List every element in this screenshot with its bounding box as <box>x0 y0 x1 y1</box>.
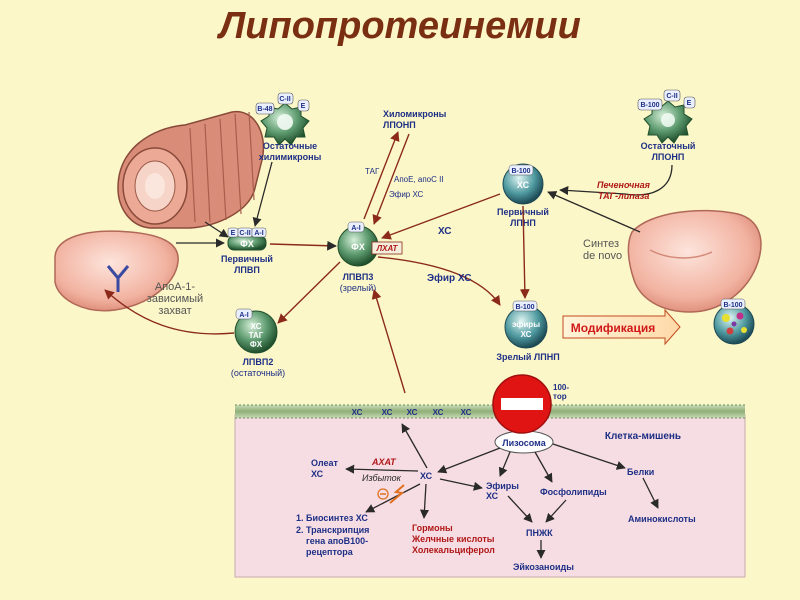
hdl2-caption-1: ЛПВП2 <box>243 357 274 367</box>
svg-text:B-48: B-48 <box>257 106 272 113</box>
membrane-xc-4: ХС <box>433 408 444 417</box>
svg-text:эфиры: эфиры <box>512 320 540 329</box>
chylo-vldl-label-2: ЛПОНП <box>383 120 416 130</box>
svg-text:ФХ: ФХ <box>250 340 263 349</box>
apoa-uptake-label-1: АпоА-1- <box>155 281 196 293</box>
modification-arrow: Модификация <box>562 308 681 346</box>
svg-text:A-I: A-I <box>254 230 263 237</box>
inhibition-bolt-icon <box>389 484 405 504</box>
modification-label: Модификация <box>571 321 655 335</box>
hdl3-particle: ФХ A-I ЛХАТ <box>337 221 403 267</box>
excess-label: Избыток <box>362 473 402 483</box>
synthesis-label-2: de novo <box>583 250 622 262</box>
hormones-label-3: Холекальциферол <box>412 545 495 555</box>
svg-text:A-I: A-I <box>239 312 248 319</box>
apoe-apoc-label: АпоЕ, апоС II <box>394 175 444 184</box>
remnant-vldl-caption-2: ЛПОНП <box>652 152 685 162</box>
synthesis-label-1: Синтез <box>583 238 619 250</box>
lcat-enzyme-label: ЛХАТ <box>376 244 399 253</box>
svg-text:ФХ: ФХ <box>351 242 365 252</box>
cell-arrows <box>345 423 659 559</box>
minus-inhibition-icon <box>377 488 389 500</box>
primary-hdl-caption-2: ЛПВП <box>234 265 260 275</box>
hdl3-caption-2: (зрелый) <box>340 283 377 293</box>
cell-membrane <box>235 405 745 418</box>
receptor-label-2: тор <box>553 392 567 401</box>
hepatic-lipase-label-2: ТАГ-липаза <box>598 191 649 201</box>
svg-text:ХС: ХС <box>251 322 262 331</box>
apoa-uptake-label-2: зависимый <box>147 293 203 305</box>
svg-text:B-100: B-100 <box>723 302 742 309</box>
hormones-label-2: Желчные кислоты <box>411 534 495 544</box>
svg-text:C-II: C-II <box>239 230 250 237</box>
remnant-chylomicron-particle: B-48 C-II E <box>255 92 310 146</box>
apoa-uptake-label-3: захват <box>158 305 191 317</box>
liver-right-illustration <box>627 209 762 313</box>
membrane-xc-2: ХС <box>382 408 393 417</box>
mature-ldl-caption: Зрелый ЛПНП <box>496 352 559 362</box>
primary-hdl-caption-1: Первичный <box>221 254 273 264</box>
svg-text:B-100: B-100 <box>515 304 534 311</box>
receptor-label-1: 100- <box>553 383 569 392</box>
pufa-label: ПНЖК <box>526 528 553 538</box>
chylo-vldl-label-1: Хиломикроны <box>383 109 447 119</box>
ester-xc-small-label: Эфир ХС <box>389 190 424 199</box>
svg-text:ХС: ХС <box>517 180 530 190</box>
svg-text:C-II: C-II <box>666 93 677 100</box>
svg-text:B-100: B-100 <box>511 168 530 175</box>
modified-ldl-particle: B-100 <box>713 298 755 345</box>
xc-label: ХС <box>438 226 452 237</box>
hormones-label-1: Гормоны <box>412 523 453 533</box>
svg-text:ТАГ: ТАГ <box>249 331 264 340</box>
oleate-label-1: Олеат <box>311 458 338 468</box>
liver-left-illustration <box>54 230 179 312</box>
svg-text:E: E <box>231 230 236 237</box>
effect-label-3: гена апоВ100- <box>306 536 368 546</box>
mature-ldl-particle: эфиры ХС B-100 <box>504 300 548 349</box>
primary-hdl-particle: ФХ E C-II A-I <box>227 227 267 251</box>
svg-text:C-II: C-II <box>279 96 290 103</box>
membrane-xc-5: ХС <box>461 408 472 417</box>
remnant-chylomicron-caption-2: хилимикроны <box>259 152 322 162</box>
membrane-xc-3: ХС <box>407 408 418 417</box>
oleate-label-2: ХС <box>311 469 324 479</box>
membrane-xc-1: ХС <box>352 408 363 417</box>
cell-ester-label-1: Эфиры <box>486 481 519 491</box>
eicosanoids-label: Эйкозаноиды <box>513 562 574 572</box>
ester-xc-label: Эфир ХС <box>427 272 471 284</box>
svg-text:E: E <box>687 100 692 107</box>
svg-text:B-100: B-100 <box>640 102 659 109</box>
effect-label-1: 1. Биосинтез ХС <box>296 513 368 523</box>
effect-label-2: 2. Транскрипция <box>296 525 369 535</box>
svg-text:ФХ: ФХ <box>240 239 254 249</box>
acat-label: АХАТ <box>371 457 397 467</box>
remnant-chylomicron-caption-1: Остаточные <box>263 141 317 151</box>
svg-text:ХС: ХС <box>521 330 532 339</box>
hdl2-caption-2: (остаточный) <box>231 368 285 378</box>
hdl3-caption-1: ЛПВП3 <box>343 272 374 282</box>
cell-ester-label-2: ХС <box>486 491 499 501</box>
lysosome-label: Лизосома <box>502 438 546 448</box>
page-title: Липопротеинемии <box>216 5 581 47</box>
effect-label-4: рецептора <box>306 547 354 557</box>
primary-ldl-particle: ХС B-100 <box>502 163 544 205</box>
prohibition-sign-icon <box>492 374 552 434</box>
cell-xc-label: ХС <box>420 471 433 481</box>
svg-text:A-I: A-I <box>351 225 360 232</box>
tag-label: ТАГ <box>365 167 380 176</box>
target-cell-title: Клетка-мишень <box>605 431 681 442</box>
intestine-illustration <box>117 111 265 229</box>
plasma-arrows <box>104 131 673 394</box>
hepatic-lipase-label-1: Печеночная <box>597 180 651 190</box>
proteins-label: Белки <box>627 467 654 477</box>
svg-text:E: E <box>301 103 306 110</box>
amino-acids-label: Аминокислоты <box>628 514 696 524</box>
hdl2-particle: ХС ТАГ ФХ A-I <box>234 308 278 354</box>
remnant-vldl-caption-1: Остаточный <box>641 141 696 151</box>
remnant-vldl-particle: B-100 C-II E <box>637 89 696 144</box>
phospholipids-label: Фосфолипиды <box>540 487 607 497</box>
target-cell <box>234 404 746 578</box>
